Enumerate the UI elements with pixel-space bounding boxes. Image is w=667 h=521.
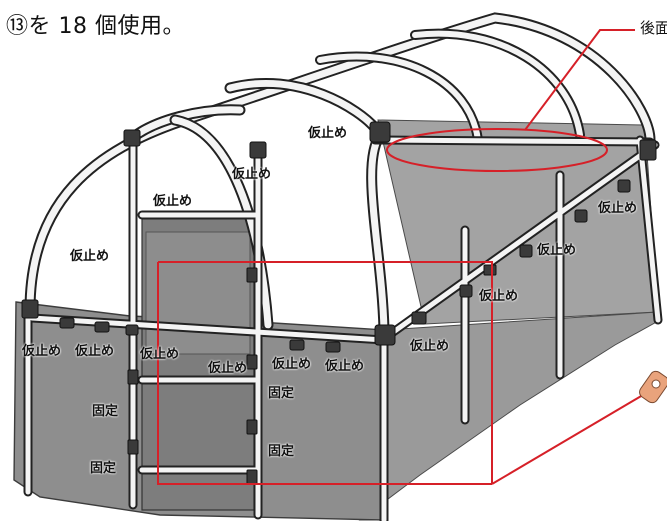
label-kari-front-5: 仮止め	[325, 359, 365, 374]
label-kari-front-1: 仮止め	[22, 344, 62, 359]
label-kari-side-1: 仮止め	[410, 339, 450, 354]
label-kari-front-3: 仮止め	[140, 347, 180, 362]
label-kari-front-4: 仮止め	[272, 357, 312, 372]
label-kotei-right-upper: 固定	[268, 386, 295, 401]
side-cover-panel	[358, 311, 661, 521]
label-kari-roof-right: 仮止め	[308, 126, 348, 141]
highlight-frame	[158, 261, 493, 484]
rear-callout-leader	[524, 29, 635, 131]
hand-tool-icon	[639, 370, 667, 404]
label-kari-side-2: 仮止め	[479, 289, 519, 304]
label-kari-side-3: 仮止め	[537, 243, 577, 258]
pipe-joints	[21, 121, 657, 485]
label-kotei-right-lower: 固定	[268, 444, 295, 459]
label-kari-door-right: 仮止め	[208, 361, 248, 376]
rear-callout-label: 後面	[640, 19, 667, 37]
label-kari-front-2: 仮止め	[75, 344, 115, 359]
highlight-frame-left	[157, 262, 492, 485]
label-kari-roof-mid: 仮止め	[232, 167, 272, 182]
door-window	[145, 231, 251, 355]
highlight-leader-line	[491, 391, 649, 485]
instruction-heading: ⑬を 18 個使用。	[6, 14, 185, 39]
label-kari-left-arch: 仮止め	[70, 249, 110, 264]
label-kari-door-top: 仮止め	[153, 194, 193, 209]
label-kari-side-4: 仮止め	[598, 201, 638, 216]
label-kotei-left-upper: 固定	[92, 404, 119, 419]
rear-highlight-ellipse	[386, 128, 608, 172]
label-kotei-left-lower: 固定	[90, 461, 117, 476]
